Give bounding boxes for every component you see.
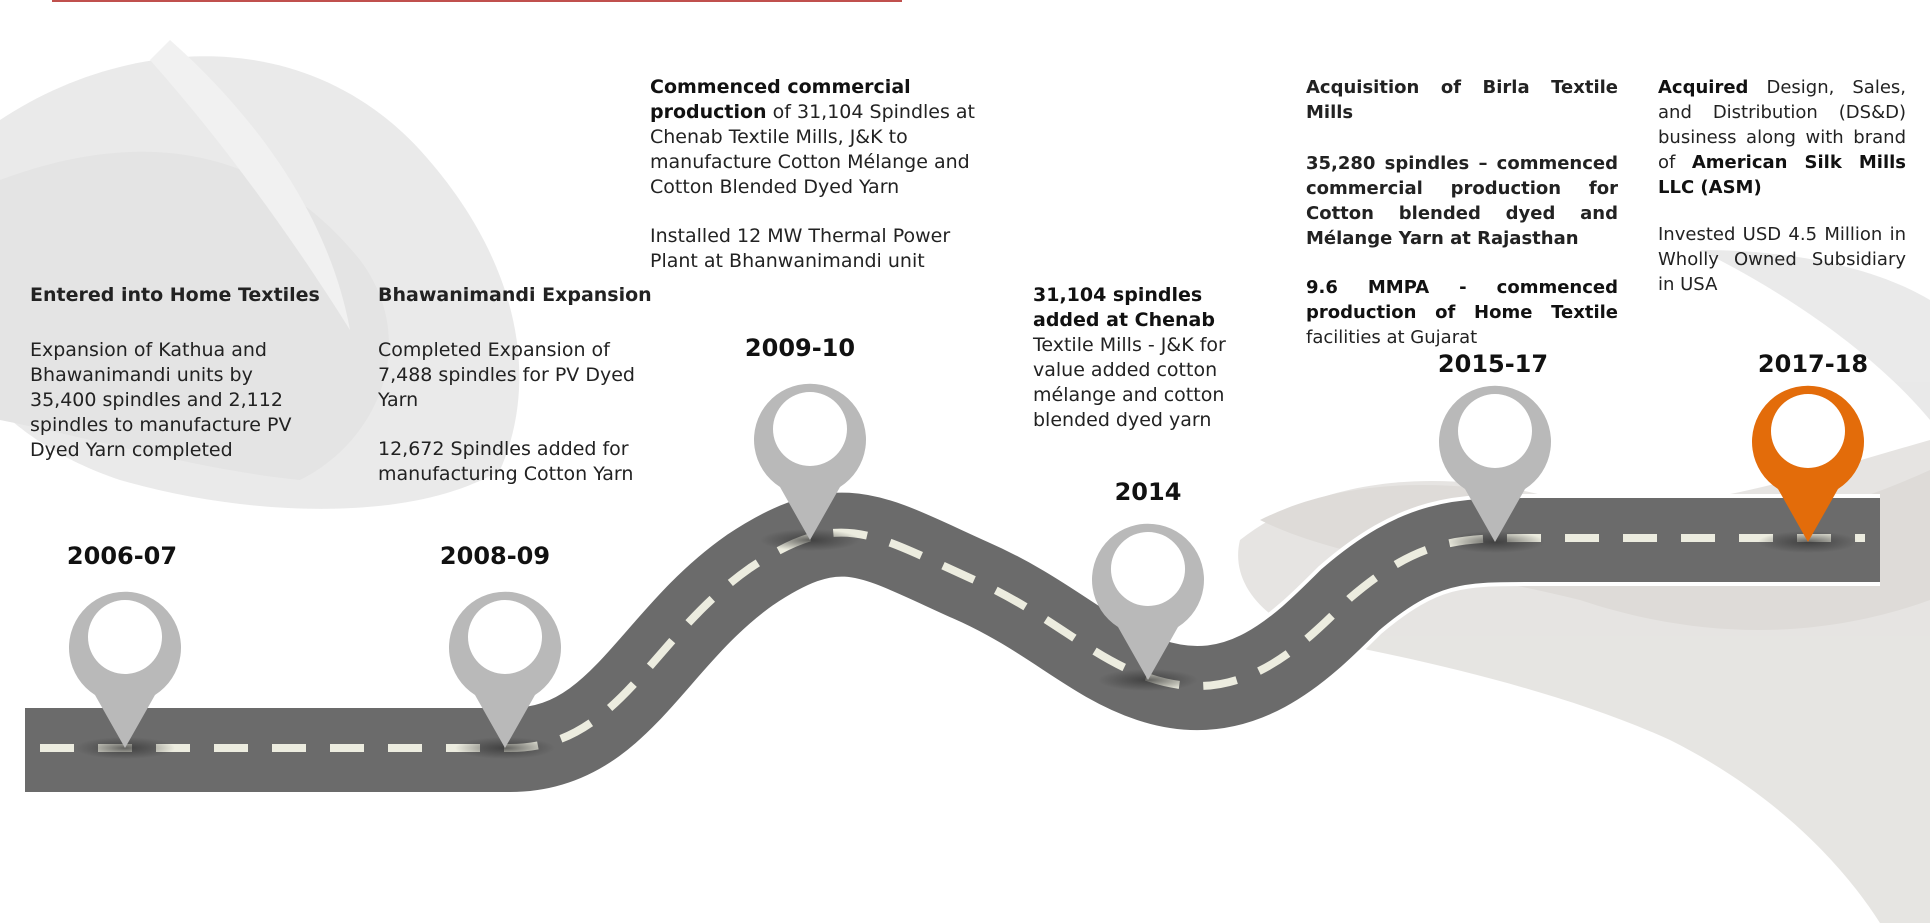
milestone-text: facilities at Gujarat	[1306, 327, 1478, 348]
milestone-highlight: Acquired	[1658, 77, 1749, 98]
year-label: 2009-10	[744, 334, 856, 362]
location-pin-icon	[1439, 385, 1551, 542]
year-label: 2006-07	[66, 542, 178, 570]
road-center-dashes	[40, 528, 1865, 752]
milestone-highlight: Commenced commercial production	[650, 76, 911, 123]
milestone-2015-17-text: Acquisition of Birla Textile Mills 35,28…	[1306, 75, 1618, 350]
milestone-highlight: 9.6 MMPA - commenced production of Home …	[1306, 277, 1618, 323]
header-accent-line	[52, 0, 902, 2]
milestone-highlight: 31,104 spindles added at Chenab	[1033, 284, 1215, 331]
milestone-highlight: American Silk Mills LLC (ASM)	[1658, 152, 1906, 198]
year-label: 2008-09	[439, 542, 551, 570]
location-pin-highlight-icon	[1752, 385, 1864, 542]
silk-fabric-left	[0, 40, 520, 509]
milestone-description: Installed 12 MW Thermal Power Plant at B…	[650, 225, 951, 272]
milestone-description: Acquired Design, Sales, and Distribution…	[1658, 75, 1906, 200]
year-label: 2017-18	[1757, 350, 1869, 378]
location-pin-icon	[1092, 523, 1204, 680]
milestone-text: Design, Sales, and Distribution (DS&D) b…	[1658, 77, 1906, 173]
milestone-2017-18-text: Acquired Design, Sales, and Distribution…	[1658, 75, 1906, 297]
milestone-description: 9.6 MMPA - commenced production of Home …	[1306, 275, 1618, 350]
milestone-description: 35,280 spindles – commenced commercial p…	[1306, 153, 1618, 249]
milestone-2009-10-text: Commenced commercial production of 31,10…	[650, 75, 995, 274]
year-label: 2014	[1114, 478, 1182, 506]
location-pin-icon	[449, 591, 561, 748]
milestone-heading: Bhawanimandi Expansion	[378, 284, 652, 306]
milestone-heading: Entered into Home Textiles	[30, 284, 320, 306]
milestone-text: of 31,104 Spindles at Chenab Textile Mil…	[650, 101, 976, 198]
milestone-text: Textile Mills - J&K for value added cott…	[1033, 334, 1226, 431]
milestone-description: Expansion of Kathua and Bhawanimandi uni…	[30, 339, 292, 461]
location-pin-icon	[754, 383, 867, 540]
milestone-2006-07-text: Entered into Home Textiles Expansion of …	[30, 283, 325, 463]
milestone-description: Commenced commercial production of 31,10…	[650, 75, 995, 200]
milestone-heading: Acquisition of Birla Textile Mills	[1306, 77, 1618, 123]
milestone-description: 12,672 Spindles added for manufacturing …	[378, 438, 634, 485]
milestone-2014-text: 31,104 spindles added at Chenab Textile …	[1033, 283, 1273, 433]
milestone-description: Invested USD 4.5 Million in Wholly Owned…	[1658, 224, 1906, 295]
milestone-2008-09-text: Bhawanimandi Expansion Completed Expansi…	[378, 283, 668, 487]
location-pin-icon	[68, 591, 181, 748]
milestone-description: Completed Expansion of 7,488 spindles fo…	[378, 339, 635, 411]
year-label: 2015-17	[1437, 350, 1549, 378]
